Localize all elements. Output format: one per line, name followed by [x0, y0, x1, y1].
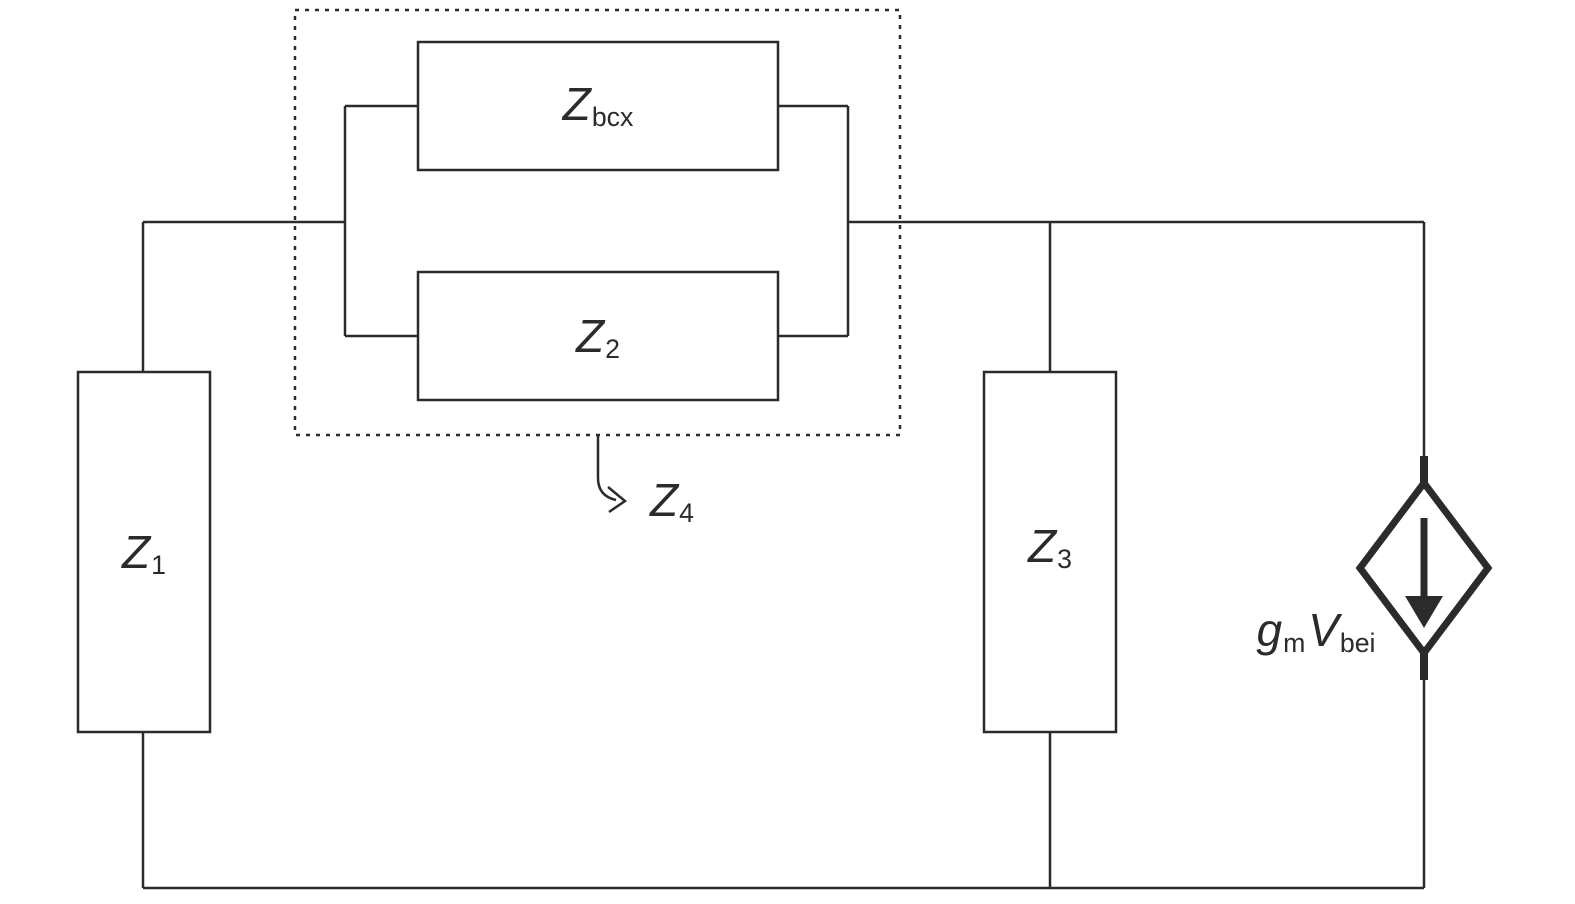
impedance-box-zbcx: [416, 40, 780, 172]
label-z2-base: Z: [575, 310, 605, 362]
label-vbei-base: V: [1308, 604, 1339, 656]
label-zbcx-base: Z: [562, 78, 591, 130]
label-vbei-sub: bei: [1339, 628, 1376, 659]
label-current-source: gmVbei: [1256, 604, 1376, 657]
label-zbcx: Zbcx: [562, 78, 634, 131]
label-z4-base: Z: [649, 474, 679, 526]
label-z4: Z4: [649, 474, 694, 527]
impedance-box-z2: [416, 270, 780, 402]
label-z4-sub: 4: [679, 498, 695, 529]
dashed-region-z4: [293, 8, 902, 437]
label-z1-sub: 1: [151, 550, 167, 581]
label-z3: Z3: [1027, 520, 1072, 573]
label-z1: Z1: [121, 526, 166, 579]
label-gm-sub: m: [1283, 628, 1306, 659]
label-gm-base: g: [1256, 604, 1283, 656]
current-source-arrow-head-icon: [1405, 596, 1443, 628]
label-z3-sub: 3: [1057, 544, 1073, 575]
z4-pointer-line: [596, 436, 617, 502]
label-z1-base: Z: [121, 526, 151, 578]
label-z3-base: Z: [1027, 520, 1057, 572]
label-zbcx-sub: bcx: [591, 102, 634, 133]
label-z2-sub: 2: [605, 334, 621, 365]
label-z2: Z2: [575, 310, 620, 363]
z4-pointer-arrow-icon: [607, 486, 628, 514]
